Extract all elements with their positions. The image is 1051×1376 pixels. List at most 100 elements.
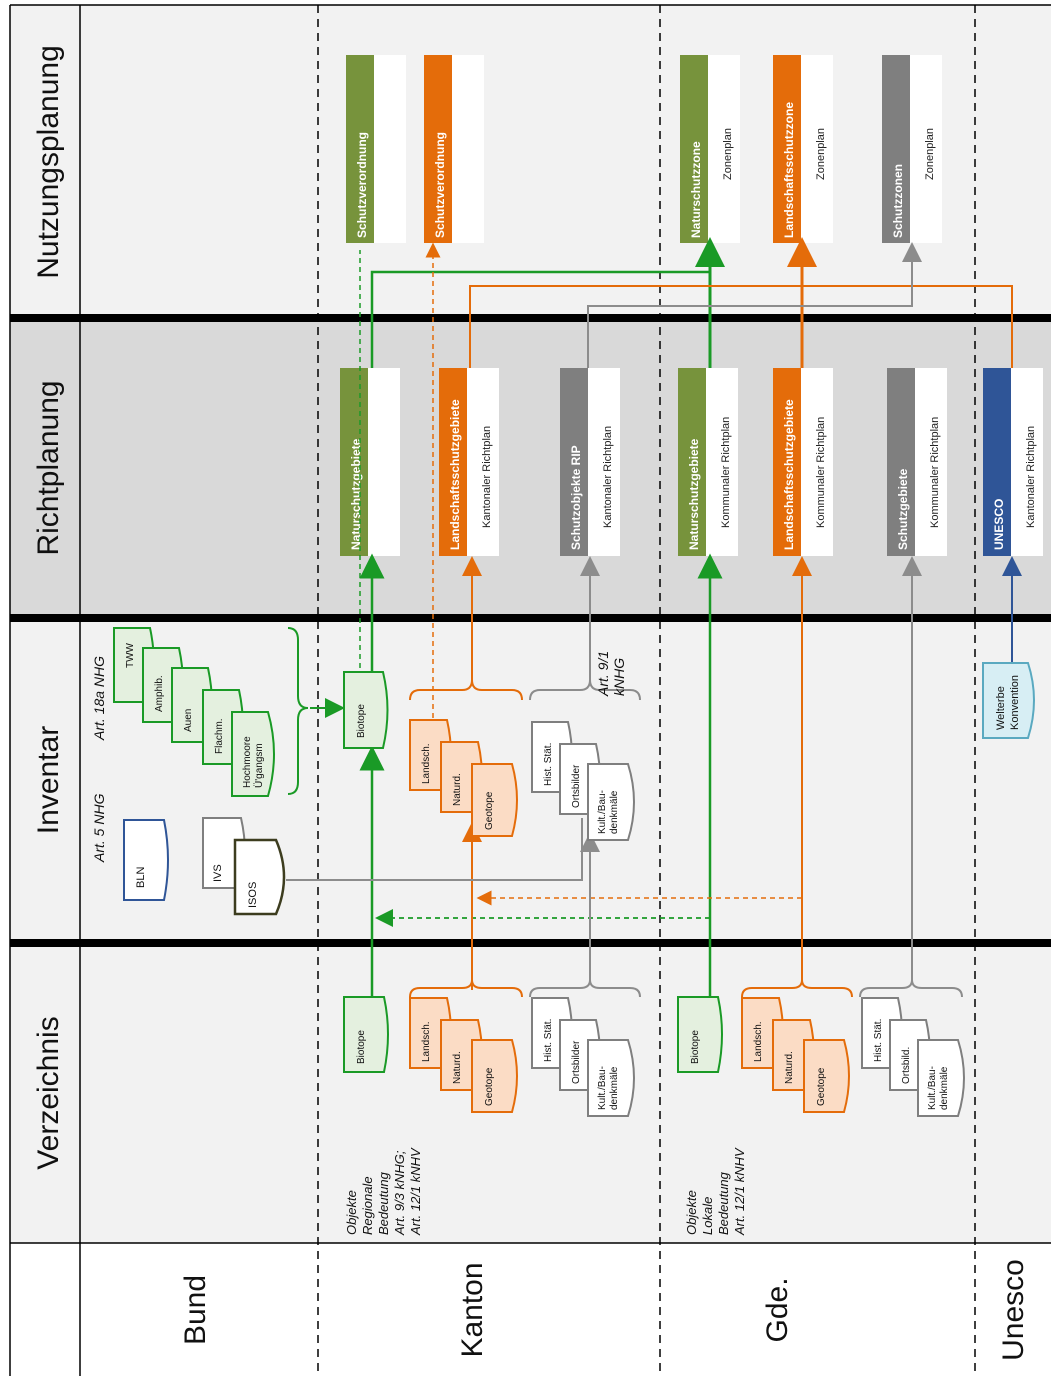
svg-text:Auen: Auen <box>183 709 194 732</box>
label-art5-nhg: Art. 5 NHG <box>91 793 107 863</box>
rp-gde-gray-sub: Kommunaler Richtplan <box>929 417 941 528</box>
svg-text:Naturd.: Naturd. <box>784 1051 795 1084</box>
svg-text:Art. 12/1 kNHV: Art. 12/1 kNHV <box>732 1147 747 1236</box>
np-kanton-green-label: Schutzverordnung <box>355 132 369 238</box>
svg-text:Art. 9/3 kNHG;: Art. 9/3 kNHG; <box>392 1150 407 1236</box>
svg-text:denkmäle: denkmäle <box>939 1066 950 1110</box>
svg-text:Hist. Stät.: Hist. Stät. <box>543 1019 554 1062</box>
np-gde-green-box: Naturschutzzone Zonenplan <box>680 55 740 243</box>
svg-text:Welterbe: Welterbe <box>995 686 1007 730</box>
doc-vz-kanton-kult: Kult./Bau- denkmäle <box>587 1039 635 1117</box>
svg-text:Geotope: Geotope <box>484 791 495 830</box>
svg-text:Objekte: Objekte <box>684 1190 699 1235</box>
verzeichnis-kanton-text: Objekte Regionale Bedeutung Art. 9/3 kNH… <box>344 1147 423 1236</box>
row-label-verzeichnis: Verzeichnis <box>32 1016 65 1169</box>
rp-kanton-gray-box: Schutzobjekte RIP Kantonaler Richtplan <box>560 368 620 556</box>
svg-text:Bedeutung: Bedeutung <box>376 1171 391 1235</box>
np-gde-green-label: Naturschutzzone <box>689 141 703 238</box>
svg-text:Amphib.: Amphib. <box>154 675 165 712</box>
svg-text:Ortsbilder: Ortsbilder <box>571 764 582 808</box>
svg-text:IVS: IVS <box>212 864 224 882</box>
np-kanton-green-box: Schutzverordnung <box>346 55 406 243</box>
doc-vz-gde-biotope: Biotope <box>677 996 723 1073</box>
svg-text:Hochmoore: Hochmoore <box>242 736 253 788</box>
svg-text:Biotope: Biotope <box>356 1030 367 1064</box>
brace-bund-biotope <box>287 627 309 795</box>
doc-welterbe: Welterbe Konvention <box>982 662 1035 739</box>
rp-gde-gray-box: Schutzgebiete Kommunaler Richtplan <box>887 368 947 556</box>
row-label-inventar: Inventar <box>32 726 65 834</box>
rp-gde-orange-box: Landschaftsschutzgebiete Kommunaler Rich… <box>773 368 833 556</box>
svg-text:Lokale: Lokale <box>700 1197 715 1235</box>
svg-text:Hist. Stät.: Hist. Stät. <box>543 743 554 786</box>
row-label-richtplanung: Richtplanung <box>32 380 65 555</box>
column-label-kanton: Kanton <box>456 1262 489 1357</box>
svg-text:Art. 12/1 kNHV: Art. 12/1 kNHV <box>408 1147 423 1236</box>
svg-text:Geotope: Geotope <box>816 1067 827 1106</box>
svg-text:Biotope: Biotope <box>690 1030 701 1064</box>
svg-text:denkmäle: denkmäle <box>609 790 620 834</box>
svg-text:Landsch.: Landsch. <box>421 1021 432 1062</box>
line-isos-to-ortsbilder <box>286 818 583 881</box>
svg-text:ISOS: ISOS <box>247 882 259 908</box>
rp-gde-green-label: Naturschutzgebiete <box>687 438 701 550</box>
svg-text:Kult./Bau-: Kult./Bau- <box>597 790 608 834</box>
np-gde-gray-box: Schutzzonen Zonenplan <box>882 55 942 243</box>
line-kanton-richtplan-to-gde-zone <box>370 270 710 368</box>
label-art91-l1: Art. 9/1 <box>595 651 611 697</box>
svg-text:Objekte: Objekte <box>344 1190 359 1235</box>
np-gde-gray-sub: Zonenplan <box>924 128 936 180</box>
svg-text:Bedeutung: Bedeutung <box>716 1171 731 1235</box>
rp-kanton-green-box: Naturschutzgebiete <box>340 368 400 556</box>
richtplanung-band <box>10 318 1051 618</box>
svg-text:Kult./Bau-: Kult./Bau- <box>927 1066 938 1110</box>
label-art18a-nhg: Art. 18a NHG <box>91 656 107 741</box>
line-gray-top-connector <box>587 242 922 368</box>
doc-inv-kult: Kult./Bau- denkmäle <box>587 763 635 841</box>
svg-text:TWW: TWW <box>125 642 136 668</box>
np-kanton-orange-label: Schutzverordnung <box>433 132 447 238</box>
rp-unesco-box: UNESCO Kantonaler Richtplan <box>983 368 1043 556</box>
rp-kanton-orange-box: Landschaftsschutzgebiete Kantonaler Rich… <box>439 368 499 556</box>
column-header-band <box>10 1243 1051 1376</box>
nutzungsplanung-band <box>10 5 1051 318</box>
doc-isos: ISOS <box>233 838 286 916</box>
line-orange-top-connector <box>469 285 1013 368</box>
svg-text:Flachm.: Flachm. <box>214 718 225 754</box>
row-label-nutzungsplanung: Nutzungsplanung <box>32 45 65 279</box>
svg-text:Biotope: Biotope <box>356 704 367 738</box>
svg-text:Konvention: Konvention <box>1009 675 1021 730</box>
rp-gde-green-sub: Kommunaler Richtplan <box>720 417 732 528</box>
svg-text:Kult./Bau-: Kult./Bau- <box>597 1066 608 1110</box>
np-gde-orange-label: Landschaftsschutzzone <box>782 102 796 238</box>
svg-text:Hist. Stät.: Hist. Stät. <box>873 1019 884 1062</box>
svg-text:Ortsbilder: Ortsbilder <box>571 1040 582 1084</box>
np-gde-orange-box: Landschaftsschutzzone Zonenplan <box>773 55 833 243</box>
svg-text:Landsch.: Landsch. <box>421 743 432 784</box>
svg-text:Naturd.: Naturd. <box>452 1051 463 1084</box>
rp-kanton-orange-sub: Kantonaler Richtplan <box>481 426 493 528</box>
rp-gde-orange-label: Landschaftsschutzgebiete <box>782 399 796 550</box>
svg-text:Ortsbild.: Ortsbild. <box>901 1047 912 1084</box>
rp-kanton-orange-label: Landschaftsschutzgebiete <box>448 399 462 550</box>
doc-vz-gde-geotope: Geotope <box>803 1039 850 1113</box>
rp-kanton-gray-label: Schutzobjekte RIP <box>569 445 583 550</box>
rp-kanton-green-label: Naturschutzgebiete <box>349 438 363 550</box>
svg-text:BLN: BLN <box>135 867 147 888</box>
doc-hochmoore: Hochmoore Ü'gangsm <box>231 711 275 797</box>
svg-text:denkmäle: denkmäle <box>609 1066 620 1110</box>
rp-unesco-label: UNESCO <box>992 499 1006 550</box>
doc-vz-kanton-biotope: Biotope <box>343 996 389 1073</box>
np-gde-green-sub: Zonenplan <box>722 128 734 180</box>
np-kanton-orange-box: Schutzverordnung <box>424 55 484 243</box>
rp-gde-orange-sub: Kommunaler Richtplan <box>815 417 827 528</box>
rp-gde-green-box: Naturschutzgebiete Kommunaler Richtplan <box>678 368 738 556</box>
svg-text:Regionale: Regionale <box>360 1176 375 1235</box>
column-label-bund: Bund <box>179 1275 212 1345</box>
verzeichnis-gde-text: Objekte Lokale Bedeutung Art. 12/1 kNHV <box>684 1147 747 1236</box>
svg-text:Naturd.: Naturd. <box>452 773 463 806</box>
doc-vz-gde-kult: Kult./Bau- denkmäle <box>917 1039 965 1117</box>
rp-unesco-sub: Kantonaler Richtplan <box>1025 426 1037 528</box>
